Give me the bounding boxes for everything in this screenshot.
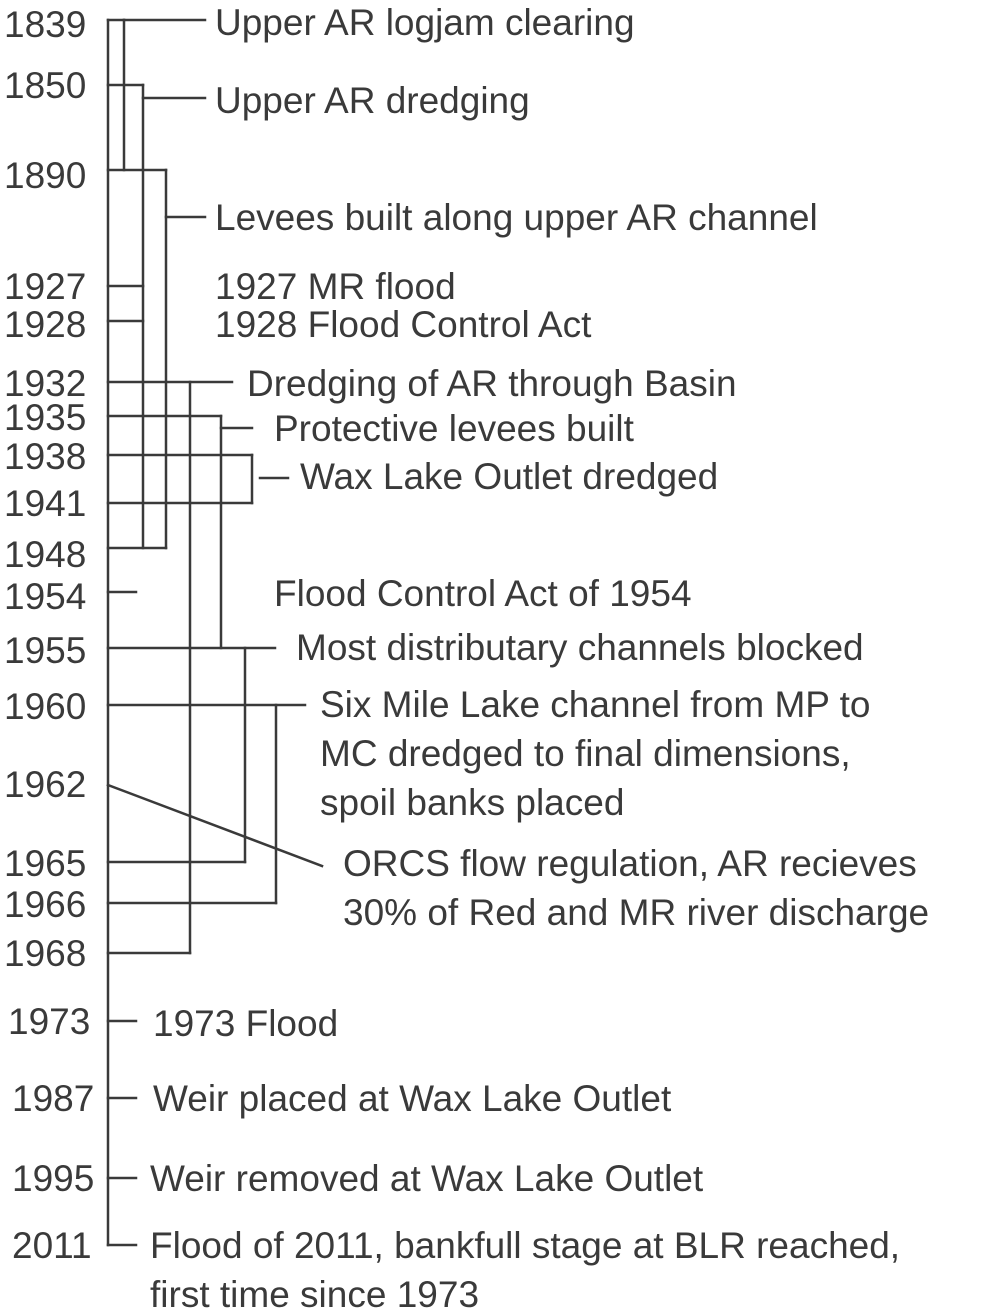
year-label-1966: 1966: [4, 884, 87, 925]
event-text: 1928 Flood Control Act: [215, 304, 592, 345]
event-text: Levees built along upper AR channel: [215, 197, 818, 238]
event-1973-flood: 1973 Flood: [153, 1005, 338, 1042]
event-text: Six Mile Lake channel from MP to: [320, 684, 871, 725]
event-text: 1973 Flood: [153, 1003, 339, 1044]
year-label-1935: 1935: [4, 397, 87, 438]
event-levees-upper: Levees built along upper AR channel: [215, 199, 818, 236]
year-label-2011: 2011: [12, 1225, 92, 1266]
event-text: Upper AR logjam clearing: [215, 2, 635, 43]
event-text: 1927 MR flood: [215, 266, 456, 307]
year-label-1941: 1941: [4, 483, 87, 524]
event-text: Upper AR dredging: [215, 80, 530, 121]
year-label-1955: 1955: [4, 630, 87, 671]
event-1954-act: Flood Control Act of 1954: [274, 575, 692, 612]
event-text: Weir placed at Wax Lake Outlet: [153, 1078, 672, 1119]
event-dredging-basin: Dredging of AR through Basin: [247, 365, 737, 402]
event-orcs: ORCS flow regulation, AR recieves 30% of…: [343, 839, 929, 937]
year-label-1938: 1938: [4, 436, 87, 477]
event-text: first time since 1973: [150, 1274, 480, 1312]
year-label-1890: 1890: [4, 155, 87, 196]
event-text: Flood Control Act of 1954: [274, 573, 692, 614]
event-text: Flood of 2011, bankfull stage at BLR rea…: [150, 1225, 901, 1266]
event-weir-placed: Weir placed at Wax Lake Outlet: [153, 1080, 671, 1117]
event-text: Dredging of AR through Basin: [247, 363, 737, 404]
span-bracket: [106, 783, 324, 868]
event-text: 30% of Red and MR river discharge: [343, 892, 930, 933]
event-text: MC dredged to final dimensions,: [320, 733, 851, 774]
year-label-1987: 1987: [12, 1078, 95, 1119]
event-weir-removed: Weir removed at Wax Lake Outlet: [150, 1160, 703, 1197]
event-1927-flood: 1927 MR flood: [215, 268, 456, 305]
year-label-1995: 1995: [12, 1158, 95, 1199]
year-label-1850: 1850: [4, 65, 87, 106]
event-2011-flood: Flood of 2011, bankfull stage at BLR rea…: [150, 1221, 900, 1312]
event-text: Protective levees built: [274, 408, 634, 449]
event-distributary: Most distributary channels blocked: [296, 629, 864, 666]
event-text: Wax Lake Outlet dredged: [300, 456, 719, 497]
year-label-1839: 1839: [4, 4, 87, 45]
event-1928-act: 1928 Flood Control Act: [215, 306, 591, 343]
year-label-1960: 1960: [4, 686, 87, 727]
year-label-1968: 1968: [4, 933, 87, 974]
event-logjam: Upper AR logjam clearing: [215, 4, 635, 41]
event-text: spoil banks placed: [320, 782, 625, 823]
event-protective-levees: Protective levees built: [274, 410, 634, 447]
event-wax-lake: Wax Lake Outlet dredged: [300, 458, 718, 495]
year-label-1973: 1973: [8, 1001, 91, 1042]
event-text: ORCS flow regulation, AR recieves: [343, 843, 917, 884]
year-label-1962: 1962: [4, 764, 87, 805]
event-upper-dredging: Upper AR dredging: [215, 82, 530, 119]
year-label-1948: 1948: [4, 534, 87, 575]
year-label-1928: 1928: [4, 304, 87, 345]
year-label-1932: 1932: [4, 363, 87, 404]
event-text: Weir removed at Wax Lake Outlet: [150, 1158, 704, 1199]
year-label-1965: 1965: [4, 843, 87, 884]
year-label-1927: 1927: [4, 266, 87, 307]
event-text: Most distributary channels blocked: [296, 627, 864, 668]
event-six-mile: Six Mile Lake channel from MP to MC dred…: [320, 680, 870, 827]
year-label-1954: 1954: [4, 576, 87, 617]
